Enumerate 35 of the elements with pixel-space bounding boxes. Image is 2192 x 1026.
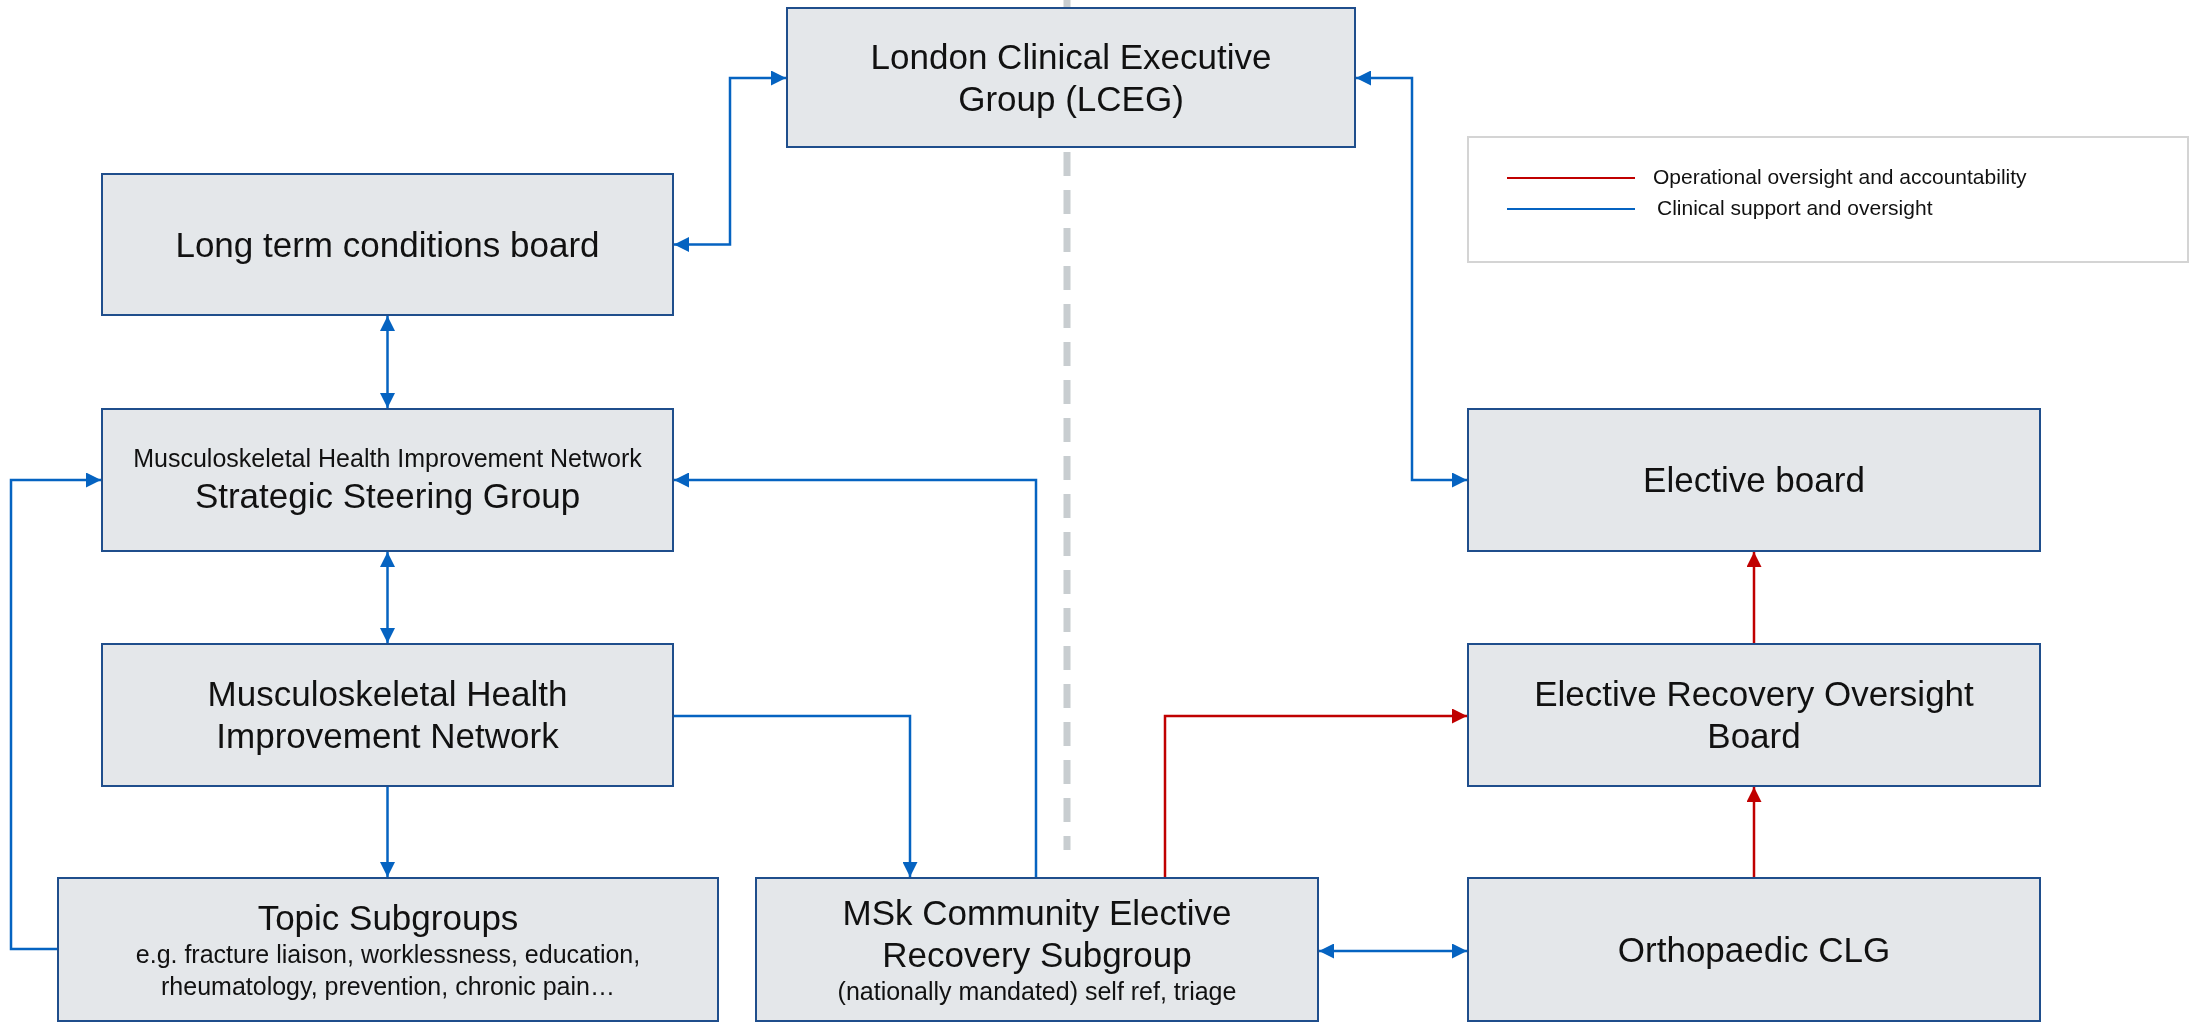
box-title: Orthopaedic CLG [1617, 928, 1891, 971]
box-title: Musculoskeletal Health Improvement Network [133, 443, 642, 475]
arrow [9, 472, 101, 951]
arrow [380, 552, 395, 643]
arrow [1163, 708, 1467, 877]
box-subtitle: (nationally mandated) self ref, triage [837, 975, 1237, 1007]
org-box [786, 7, 1356, 148]
box-title: London Clinical Executive Group (LCEG) [869, 35, 1273, 120]
box-subtitle: Strategic Steering Group [194, 474, 581, 517]
org-box [1467, 643, 2041, 787]
box-subtitle: e.g. fracture liaison, worklessness, education, rheumatology, prevention, chronic pain… [134, 939, 642, 1002]
box-title: Long term conditions board [175, 223, 600, 266]
box-title: Elective Recovery Oversight Board [1533, 673, 1975, 757]
box-title: Musculoskeletal Health Improvement Network [206, 673, 569, 757]
legend-label: Clinical support and oversight [1657, 196, 1933, 220]
org-box [1467, 877, 2041, 1022]
arrow [674, 472, 1038, 877]
arrow [1356, 70, 1467, 488]
box-title: Topic Subgroups [257, 897, 519, 940]
legend-label: Operational oversight and accountability [1653, 165, 2027, 189]
org-box [101, 643, 674, 787]
org-box [1467, 408, 2041, 552]
org-box [755, 877, 1319, 1022]
box-title: Elective board [1643, 459, 1865, 501]
org-box [101, 408, 674, 552]
org-box [57, 877, 719, 1022]
arrow [674, 70, 786, 252]
org-box [101, 173, 674, 316]
arrow [674, 714, 918, 877]
arrow [1746, 552, 1762, 643]
box-title: MSk Community Elective Recovery Subgroup [841, 891, 1233, 976]
arrow [380, 316, 395, 408]
arrow [1319, 943, 1467, 959]
arrow [380, 787, 395, 877]
arrow [1746, 787, 1762, 877]
